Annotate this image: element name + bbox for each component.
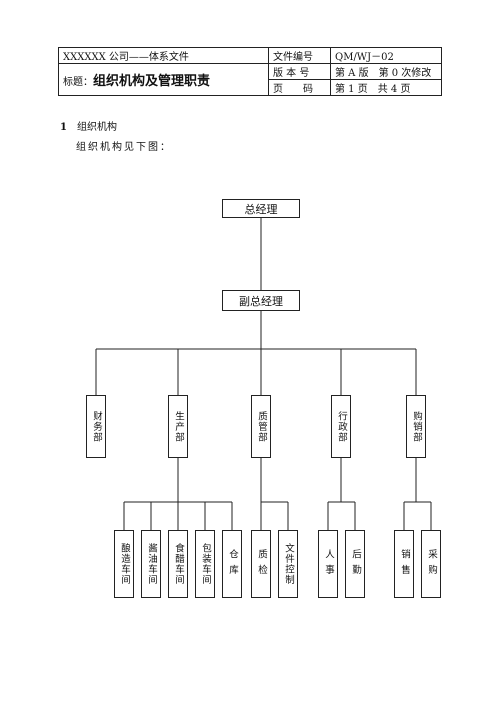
org-node-unit: 质检 (251, 530, 271, 598)
org-node-unit: 食醋车间 (168, 530, 188, 598)
section-title: 组织机构 (76, 122, 117, 133)
title-label: 标题： (63, 77, 93, 88)
org-node-unit: 人事 (318, 530, 338, 598)
doc-title-cell: 标题：组织机构及管理职责 (58, 63, 269, 96)
org-node-dept-finance: 财务部 (86, 395, 106, 458)
document-header: XXXXXX 公司——体系文件 文件编号 QM/WJ－02 标题：组织机构及管理… (58, 47, 442, 96)
page-label: 页 码 (268, 79, 331, 96)
org-node-unit: 酱油车间 (141, 530, 161, 598)
org-node-unit: 文件控制 (278, 530, 298, 598)
org-node-dept-admin: 行政部 (331, 395, 351, 458)
doc-title: 组织机构及管理职责 (93, 74, 211, 89)
org-node-dept-production: 生产部 (168, 395, 188, 458)
section-intro: 组织机构见下图： (76, 142, 172, 153)
section-number: 1 (60, 122, 67, 133)
org-node-unit: 包装车间 (195, 530, 215, 598)
org-node-unit: 采购 (421, 530, 441, 598)
section-heading: 1 组织机构 (60, 118, 117, 133)
org-node-unit: 销售 (394, 530, 414, 598)
org-node-dept-quality: 质管部 (251, 395, 271, 458)
org-node-unit: 后勤 (345, 530, 365, 598)
org-node-dept-sales: 购销部 (406, 395, 426, 458)
org-node-unit: 仓库 (222, 530, 242, 598)
org-node-deputy-manager: 副总经理 (222, 290, 300, 311)
org-node-general-manager: 总经理 (222, 199, 300, 218)
org-node-unit: 酿造车间 (114, 530, 134, 598)
page-value: 第 1 页 共 4 页 (330, 79, 442, 96)
